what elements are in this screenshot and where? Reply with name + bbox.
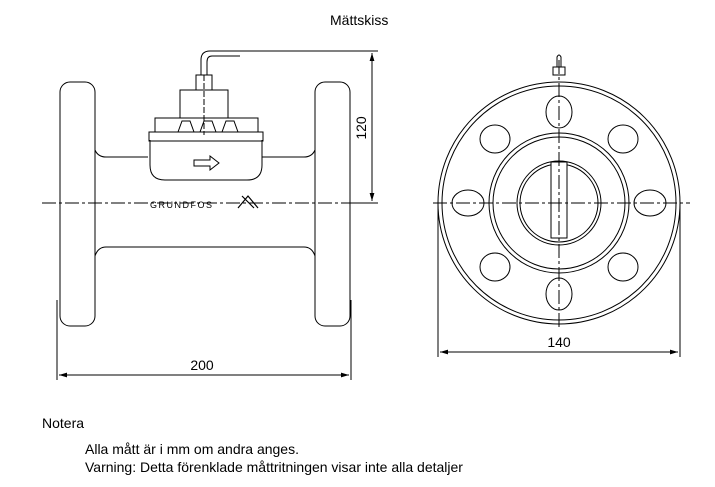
grundfos-logo-mark bbox=[237, 195, 259, 209]
sensor-block bbox=[154, 117, 259, 133]
dimension-height-label: 120 bbox=[353, 116, 369, 140]
dimension-height: 120 bbox=[240, 50, 378, 204]
note-line: Varning: Detta förenklade måttritningen … bbox=[85, 459, 463, 475]
left-flange bbox=[59, 81, 96, 327]
side-view: GRUNDFOS bbox=[42, 50, 365, 327]
dimension-diameter-label: 140 bbox=[547, 334, 571, 350]
sensor-plate bbox=[148, 131, 264, 142]
sensor-nut-teeth bbox=[177, 120, 239, 133]
grundfos-logo: GRUNDFOS bbox=[150, 200, 214, 210]
pipe-top-left bbox=[94, 149, 148, 158]
front-view bbox=[433, 54, 690, 330]
flow-arrow-icon bbox=[193, 154, 220, 172]
right-flange bbox=[314, 81, 351, 327]
pipe-bottom bbox=[94, 246, 316, 257]
notes-heading: Notera bbox=[42, 415, 85, 431]
dimension-length-label: 200 bbox=[190, 357, 214, 373]
dimension-length: 200 bbox=[56, 300, 352, 380]
pin bbox=[556, 54, 562, 67]
cable bbox=[200, 50, 240, 75]
sensor-housing bbox=[149, 140, 263, 181]
note-line: Alla mått är i mm om andra anges. bbox=[85, 441, 299, 457]
dimension-diameter: 140 bbox=[437, 203, 681, 357]
pipe-top-right bbox=[262, 149, 316, 158]
drawing-title: Mättskiss bbox=[330, 12, 389, 28]
